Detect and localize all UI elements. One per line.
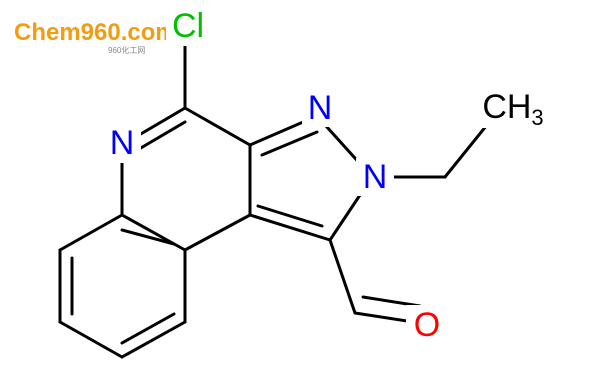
pyrazole-top-nitrogen: N xyxy=(302,89,338,127)
bond-c6-c5-inner xyxy=(120,312,176,345)
o-aldehyde-label: O xyxy=(414,306,440,344)
ch3-subscript: 3 xyxy=(531,105,543,130)
bond-c1-c9b-inner xyxy=(256,204,324,228)
cl-label: Cl xyxy=(172,7,204,45)
bond-c9b-c4b xyxy=(183,213,252,252)
methyl-group: CH3 xyxy=(470,88,560,130)
chlorine-atom: Cl xyxy=(166,6,210,46)
ch3-label: CH3 xyxy=(482,88,543,130)
bond-c6-c5 xyxy=(120,320,187,359)
bond-c8a-c8 xyxy=(58,213,124,252)
bond-c4-c3a xyxy=(183,106,252,147)
n-pyrazole-ethyl-label: N xyxy=(363,158,388,196)
aldehyde-oxygen: O xyxy=(406,305,450,347)
atom-labels: Cl N N N O CH3 xyxy=(103,6,560,347)
pyridine-nitrogen: N xyxy=(103,123,141,163)
n-pyrazole-top-label: N xyxy=(308,89,333,127)
bond-c7-c6 xyxy=(58,320,124,359)
bond-c3a-n3-inner xyxy=(260,130,319,157)
bond-c1-c9b xyxy=(248,213,332,242)
n-ring-label: N xyxy=(110,124,135,162)
bond-cho-o-inner xyxy=(361,295,422,308)
bond-c4b-c8a-inner xyxy=(120,228,176,246)
chem960-logo[interactable]: Chem960.com 960化工网 xyxy=(14,19,177,55)
bond-n5-c4-inner xyxy=(132,120,187,154)
logo-text: Chem960.com xyxy=(14,19,177,46)
pyrazole-ethyl-nitrogen: N xyxy=(356,158,394,196)
ch3-main: CH xyxy=(482,88,531,126)
logo-subtext: 960化工网 xyxy=(108,45,145,55)
bond-c1-cho xyxy=(328,238,357,315)
